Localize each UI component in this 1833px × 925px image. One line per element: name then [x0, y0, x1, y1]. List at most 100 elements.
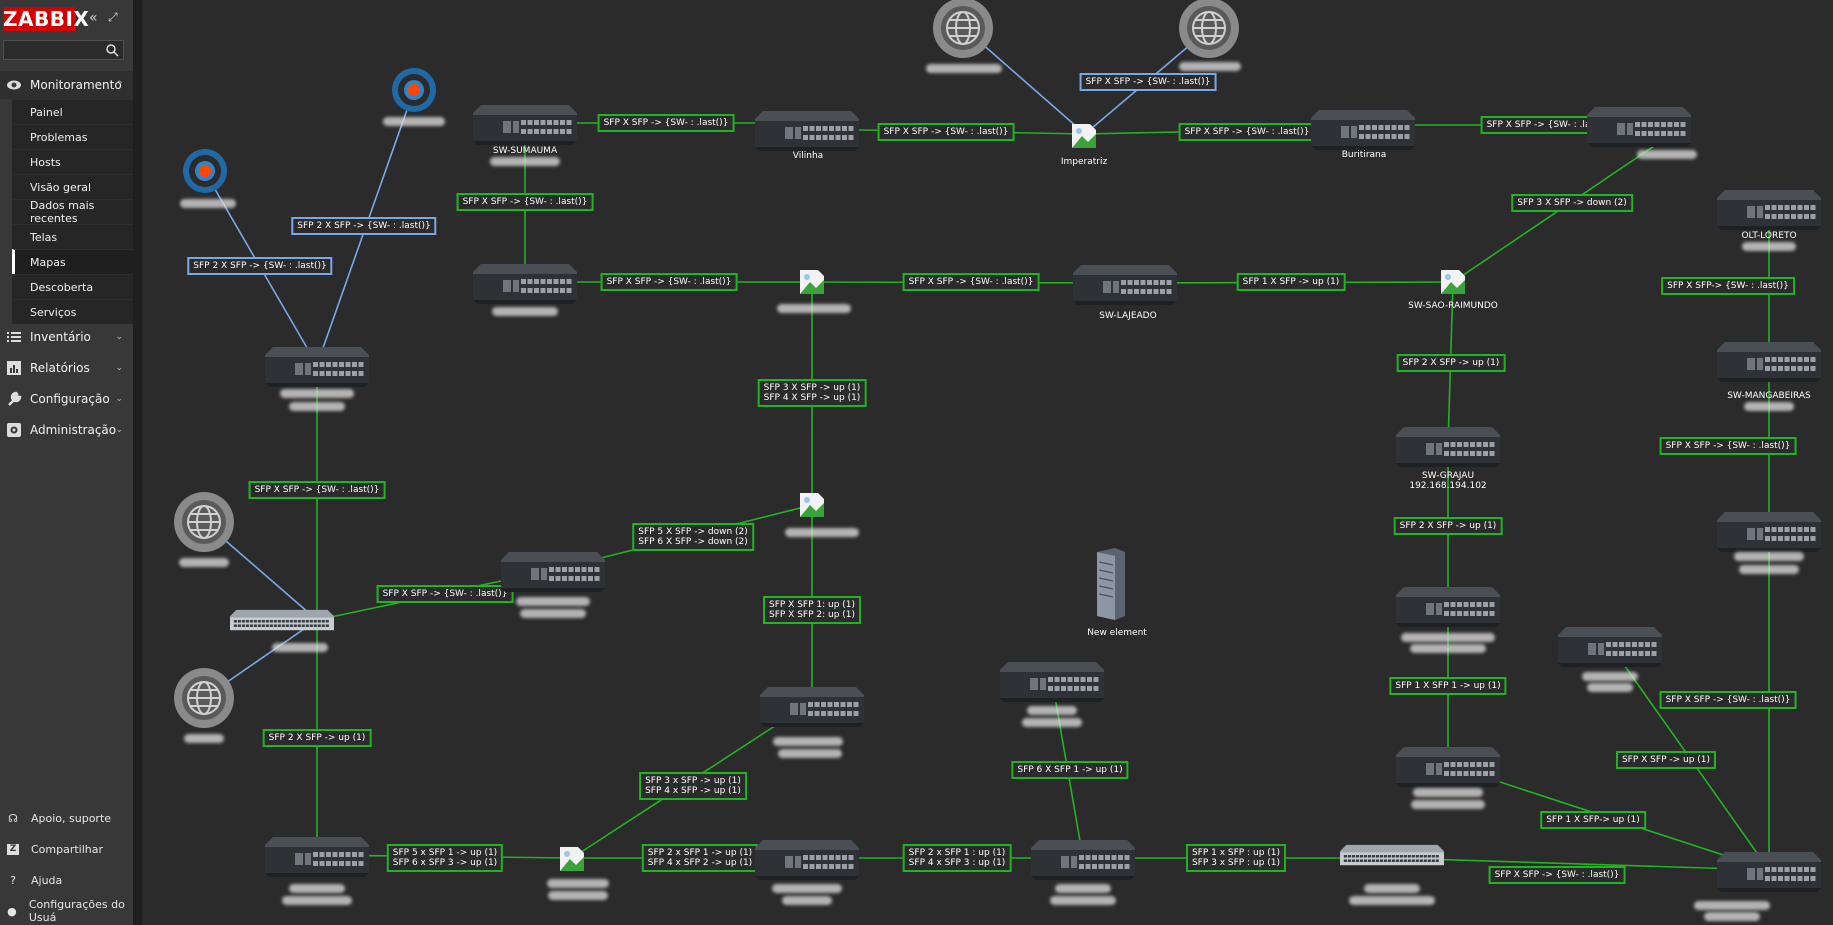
core-switch-icon[interactable] — [230, 598, 334, 642]
sub-dados-recentes[interactable]: Dados mais recentes — [12, 199, 133, 225]
globe-icon[interactable] — [173, 667, 235, 733]
globe-icon[interactable] — [932, 0, 994, 63]
sub-telas[interactable]: Telas — [12, 224, 133, 249]
switch-icon[interactable] — [1396, 743, 1500, 787]
menu-relatorios[interactable]: Relatórios ⌄ — [0, 354, 133, 382]
link-label[interactable]: SFP 2 X SFP -> {SW- : .last()} — [187, 257, 333, 275]
redacted-label — [1582, 672, 1638, 681]
sub-problemas[interactable]: Problemas — [12, 124, 133, 149]
node-name: SW-LAJEADO — [1099, 311, 1157, 321]
link-label[interactable]: SFP 2 x SFP 1 -> up (1)SFP 4 x SFP 2 -> … — [641, 844, 759, 872]
node-name: Vilinha — [792, 151, 824, 161]
node-name: OLT-LORETO — [1741, 231, 1797, 241]
core-switch-icon[interactable] — [1340, 833, 1444, 877]
link-label[interactable]: SFP X SFP -> up (1) — [1615, 751, 1717, 769]
node-name: Buritirana — [1341, 150, 1387, 160]
image-node-icon[interactable] — [798, 491, 826, 523]
switch-icon[interactable] — [1558, 623, 1662, 667]
link-label[interactable]: SFP X SFP -> {SW- : .last()} — [248, 481, 386, 499]
link-label[interactable]: SFP 3 x SFP -> up (1)SFP 4 x SFP -> up (… — [639, 772, 747, 800]
search-input[interactable] — [3, 40, 124, 60]
sub-mapas[interactable]: Mapas — [12, 249, 133, 274]
menu-administracao[interactable]: Administração ⌄ — [0, 416, 133, 444]
user-settings-link[interactable]: ●Configurações do Usuá — [0, 898, 133, 924]
switch-icon[interactable] — [1311, 106, 1415, 150]
link-label[interactable]: SFP 3 X SFP -> down (2) — [1511, 194, 1633, 212]
network-map[interactable]: SFP X SFP -> {SW- : .last()} SFP X SFP -… — [142, 0, 1833, 925]
link-label[interactable]: SFP X SFP -> {SW- : .last()} — [376, 585, 514, 603]
switch-icon[interactable] — [1031, 836, 1135, 880]
link-label[interactable]: SFP X SFP -> {SW- : .last()} — [877, 123, 1015, 141]
sub-painel[interactable]: Painel — [12, 99, 133, 124]
link-label[interactable]: SFP 6 X SFP 1 -> up (1) — [1011, 761, 1129, 779]
menu-inventario[interactable]: Inventário ⌄ — [0, 323, 133, 351]
globe-icon[interactable] — [173, 491, 235, 557]
menu-configuracao[interactable]: Configuração ⌄ — [0, 385, 133, 413]
kiosk-mode-icon[interactable]: ⤢ — [108, 10, 118, 24]
sub-descoberta[interactable]: Descoberta — [12, 274, 133, 299]
link-label[interactable]: SFP 2 x SFP 1 : up (1)SFP 4 x SFP 3 : up… — [902, 844, 1012, 872]
link-label[interactable]: SFP 3 X SFP -> up (1)SFP 4 X SFP -> up (… — [757, 379, 867, 407]
image-node-icon[interactable] — [1070, 122, 1098, 154]
link-label[interactable]: SFP 1 X SFP -> up (1) — [1236, 273, 1346, 291]
radio-antenna-icon[interactable] — [391, 67, 437, 117]
link-label[interactable]: SFP X SFP -> {SW- : .last()} — [597, 114, 735, 132]
switch-icon[interactable] — [755, 107, 859, 151]
switch-icon[interactable] — [501, 548, 605, 592]
redacted-label — [1401, 633, 1495, 642]
list-icon — [7, 332, 21, 342]
link-label[interactable]: SFP X SFP -> {SW- : .last()} — [1079, 73, 1217, 91]
link-label[interactable]: SFP X SFP-> {SW- : .last()} — [1661, 277, 1795, 295]
switch-icon[interactable] — [473, 260, 577, 304]
link-label[interactable]: SFP X SFP -> {SW- : .last()} — [600, 273, 738, 291]
switch-icon[interactable] — [1000, 658, 1104, 702]
switch-icon[interactable] — [1717, 848, 1821, 892]
switch-icon[interactable] — [755, 836, 859, 880]
image-node-icon[interactable] — [1439, 268, 1467, 300]
link-label[interactable]: SFP X SFP -> {SW- : .last()} — [1659, 437, 1797, 455]
ajuda-link[interactable]: ?Ajuda — [0, 870, 62, 890]
link-label[interactable]: SFP X SFP -> {SW- : .last()} — [1659, 691, 1797, 709]
switch-icon[interactable] — [1717, 508, 1821, 552]
link-label[interactable]: SFP 1 X SFP 1 -> up (1) — [1389, 677, 1507, 695]
link-label[interactable]: SFP X SFP -> {SW- : .last()} — [902, 273, 1040, 291]
switch-icon[interactable] — [1717, 186, 1821, 230]
apoio-suporte-link[interactable]: ☊Apoio, suporte — [0, 808, 111, 828]
server-tower-icon[interactable] — [1093, 546, 1127, 624]
switch-icon[interactable] — [1073, 261, 1177, 305]
search-icon[interactable] — [104, 42, 120, 58]
link-label[interactable]: SFP X SFP -> {SW- : .last()} — [456, 193, 594, 211]
sub-visao-geral[interactable]: Visão geral — [12, 174, 133, 199]
radio-antenna-icon[interactable] — [182, 148, 228, 198]
image-node-icon[interactable] — [798, 268, 826, 300]
image-node-icon[interactable] — [558, 845, 586, 877]
switch-icon[interactable] — [473, 101, 577, 145]
link-label[interactable]: SFP 1 x SFP : up (1)SFP 3 x SFP : up (1) — [1185, 844, 1287, 872]
switch-icon[interactable] — [760, 683, 864, 727]
link-label[interactable]: SFP 2 X SFP -> {SW- : .last()} — [291, 217, 437, 235]
link-label[interactable]: SFP 2 X SFP -> up (1) — [1396, 354, 1506, 372]
menu-monitoramento[interactable]: Monitoramento ^ — [0, 71, 133, 99]
switch-icon[interactable] — [265, 343, 369, 387]
sub-servicos[interactable]: Serviços — [12, 299, 133, 324]
collapse-sidebar-icon[interactable]: « — [89, 10, 98, 26]
switch-icon[interactable] — [265, 833, 369, 877]
switch-icon[interactable] — [1587, 103, 1691, 147]
sub-hosts[interactable]: Hosts — [12, 149, 133, 174]
switch-icon[interactable] — [1717, 338, 1821, 382]
switch-icon[interactable] — [1396, 423, 1500, 467]
redacted-label — [1637, 150, 1697, 159]
switch-icon[interactable] — [1396, 583, 1500, 627]
link-label[interactable]: SFP 2 X SFP -> up (1) — [262, 729, 372, 747]
link-label[interactable]: SFP X SFP -> {SW- : .last()} — [1488, 866, 1626, 884]
link-label[interactable]: SFP 2 X SFP -> up (1) — [1393, 517, 1503, 535]
link-label[interactable]: SFP 5 X SFP -> down (2)SFP 6 X SFP -> do… — [632, 523, 754, 551]
link-label[interactable]: SFP 5 x SFP 1 -> up (1)SFP 6 x SFP 3 -> … — [386, 844, 504, 872]
zabbix-logo[interactable]: ZABBIX — [3, 7, 90, 31]
sidebar: ZABBIX « ⤢ Monitoramento ^ Painel Proble… — [0, 0, 133, 925]
link-label[interactable]: SFP 1 X SFP-> up (1) — [1540, 811, 1646, 829]
link-label[interactable]: SFP X SFP 1: up (1)SFP X SFP 2: up (1) — [762, 596, 862, 624]
globe-icon[interactable] — [1178, 0, 1240, 63]
link-label[interactable]: SFP X SFP -> {SW- : .last()} — [1178, 123, 1316, 141]
